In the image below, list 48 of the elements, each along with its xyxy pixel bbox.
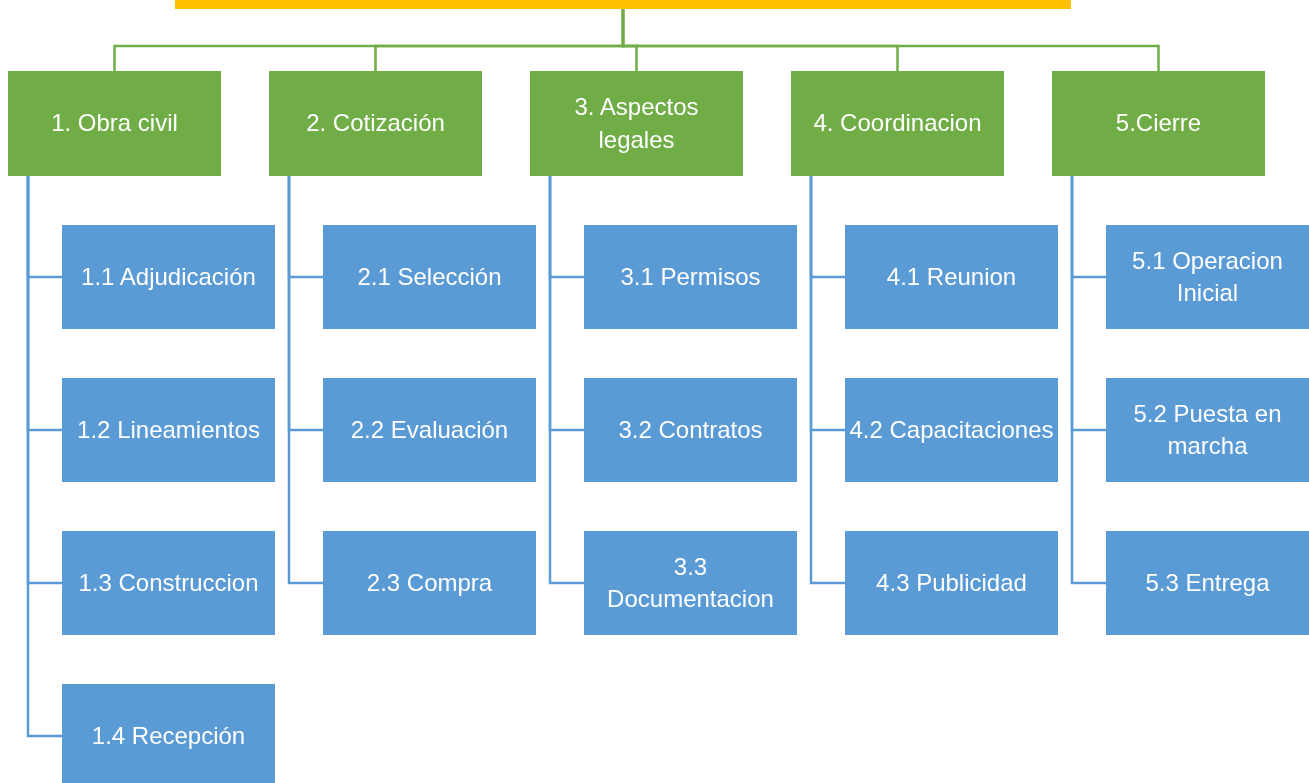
box-label: 2.3 Compra	[366, 567, 493, 598]
box-label: 2. Cotización	[306, 108, 445, 139]
connector-line	[809, 176, 845, 585]
box-label: 4.3 Publicidad	[876, 567, 1027, 598]
box-label: 4. Coordinacion	[813, 108, 982, 139]
task-box	[584, 378, 797, 482]
task-box	[845, 531, 1058, 635]
box-label: 2.1 Selección	[357, 261, 502, 292]
phase-box	[8, 71, 221, 176]
box-label: 5.Cierre	[1115, 108, 1202, 139]
box-label: 1.1 Adjudicación	[81, 261, 256, 292]
box-label: 1.2 Lineamientos	[77, 414, 260, 445]
task-box	[323, 378, 536, 482]
task-box	[845, 225, 1058, 329]
box-label: 3.2 Contratos	[618, 414, 763, 445]
task-box	[323, 531, 536, 635]
box-label: 1. Obra civil	[51, 108, 178, 139]
box-label: 3.1 Permisos	[620, 261, 761, 292]
box-label: 1.3 Construccion	[78, 567, 259, 598]
box-label: 5.3 Entrega	[1145, 567, 1270, 598]
connector-line	[26, 176, 62, 738]
phase-box	[1052, 71, 1265, 176]
phase-box	[791, 71, 1004, 176]
task-box	[1106, 531, 1309, 635]
task-box	[62, 378, 275, 482]
task-box	[584, 531, 797, 635]
box-label: 4.1 Reunion	[886, 261, 1017, 292]
connector-line	[287, 176, 323, 585]
connector-line	[1070, 176, 1106, 585]
phase-box	[269, 71, 482, 176]
box-label: 2.2 Evaluación	[350, 414, 509, 445]
task-box	[1106, 225, 1309, 329]
box-label: 3. Aspectos legales	[573, 92, 700, 155]
task-box	[323, 225, 536, 329]
task-box	[62, 531, 275, 635]
task-box	[1106, 378, 1309, 482]
task-box	[62, 684, 275, 783]
box-label: 4.2 Capacitaciones	[849, 414, 1054, 445]
task-box	[62, 225, 275, 329]
task-box	[845, 378, 1058, 482]
connector-line	[621, 9, 1160, 71]
box-label: 1.4 Recepción	[91, 720, 246, 751]
connector-line	[548, 176, 584, 585]
task-box	[584, 225, 797, 329]
box-label: 3.3 Documentacion	[606, 551, 775, 614]
box-label: 5.2 Puesta en marcha	[1132, 398, 1283, 461]
phase-box	[530, 71, 743, 176]
box-label: 5.1 Operacion Inicial	[1131, 245, 1284, 308]
